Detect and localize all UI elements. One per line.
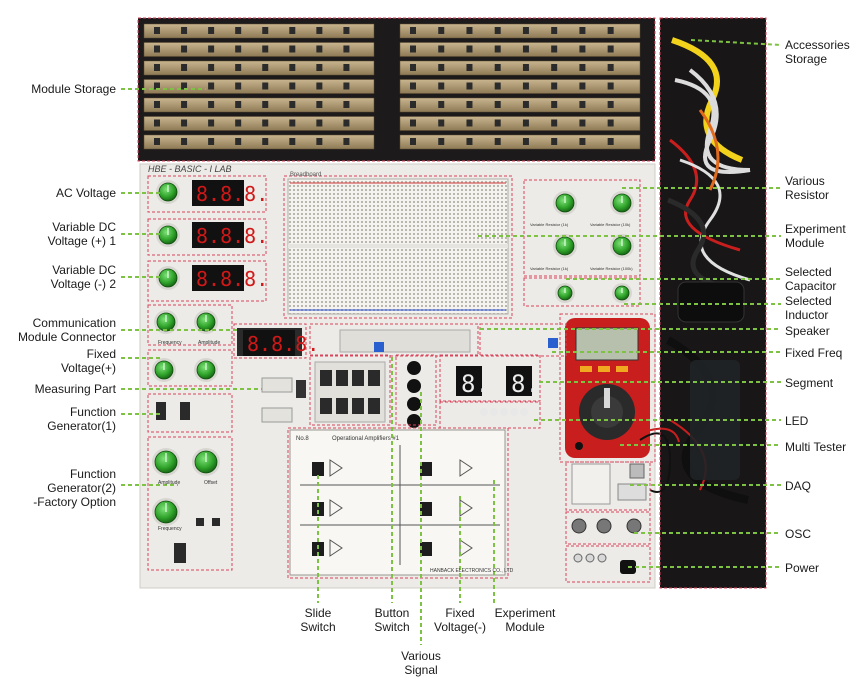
stored-module	[399, 23, 641, 39]
ic-chip	[420, 502, 432, 516]
knob-icon	[555, 283, 575, 303]
stored-module	[399, 60, 641, 76]
knob-icon	[156, 223, 180, 247]
stored-module	[399, 42, 641, 57]
stored-module	[399, 116, 641, 131]
ic-chip	[420, 542, 432, 556]
knob-icon	[612, 283, 632, 303]
leader-lines	[121, 39, 782, 645]
callout-fixed-freq: Fixed Freq	[785, 346, 843, 360]
segment-digits: 8.8.8.	[196, 224, 268, 248]
callout-osc: OSC	[785, 527, 812, 541]
opamp-maker: HANBACK ELECTRONICS CO., LTD	[430, 568, 514, 574]
knob-icon	[192, 448, 220, 476]
knob-icon	[610, 234, 634, 258]
board-brand: HBE - BASIC - I LAB	[148, 164, 232, 174]
callout-measuring-part: Measuring Part	[34, 382, 116, 396]
knob-label-amplitude: Amplitude	[198, 340, 220, 346]
callout-segment: Segment	[785, 376, 834, 390]
cables	[666, 37, 751, 504]
stored-module	[143, 60, 375, 76]
stored-module	[143, 116, 375, 131]
seven-segment-display: 8.8.8.	[192, 222, 268, 248]
callout-daq: DAQ	[785, 479, 812, 493]
knob-label-frequency-2: Frequency	[158, 526, 182, 532]
knob-icon	[154, 310, 178, 334]
callout-speaker: Speaker	[785, 324, 830, 338]
resistor-label-2: Variable Resistor (10k)	[590, 222, 631, 227]
knob-icon	[610, 191, 634, 215]
segment-digits: 8.8.8.	[196, 267, 268, 291]
knob-icon	[194, 358, 218, 382]
seven-segment-display: 8.8.8.	[243, 330, 319, 356]
knob-icon	[152, 448, 180, 476]
segment-digits: 8.8.8.	[196, 182, 268, 206]
stored-module	[399, 134, 641, 150]
single-segment-2: 8.	[511, 370, 540, 398]
stored-module	[143, 97, 375, 113]
ic-chip	[420, 462, 432, 476]
callout-module-storage: Module Storage	[31, 82, 116, 96]
resistor-label-3: Variable Resistor (1k)	[530, 266, 569, 271]
knob-label-amplitude-2: Amplitude	[158, 480, 180, 486]
knob-icon	[156, 266, 180, 290]
seven-segment-display: 8.8.8.	[192, 265, 268, 291]
single-segment-1: 8.	[461, 370, 490, 398]
ic-chip	[312, 502, 324, 516]
seven-segment-display: 8.8.8.	[192, 180, 268, 206]
stored-module	[143, 42, 375, 57]
knob-label-frequency: Frequency	[158, 340, 182, 346]
opamp-title: Operational Amplifiers #1	[332, 436, 400, 442]
callout-power: Power	[785, 561, 820, 575]
resistor-label-1: Variable Resistor (1k)	[530, 222, 569, 227]
segment-digits: 8.8.8.	[247, 332, 319, 356]
knob-icon	[553, 234, 577, 258]
callout-led: LED	[785, 414, 809, 428]
stored-module	[143, 79, 375, 94]
stored-module	[143, 23, 375, 39]
resistor-label-4: Variable Resistor (100k)	[590, 266, 633, 271]
stored-module	[399, 79, 641, 94]
opamp-board	[289, 429, 506, 576]
knob-icon	[553, 191, 577, 215]
stored-module	[143, 134, 375, 150]
breadboard-title: Breadboard	[290, 172, 321, 178]
knob-icon	[156, 180, 180, 204]
ic-chip	[312, 462, 324, 476]
stored-module	[399, 97, 641, 113]
knob-icon	[152, 498, 180, 526]
callout-ac-voltage: AC Voltage	[55, 186, 116, 200]
knob-label-offset: Offset	[204, 480, 218, 486]
knob-icon	[152, 358, 176, 382]
callout-multi-tester: Multi Tester	[785, 440, 847, 454]
opamp-number: No.8	[296, 436, 309, 442]
